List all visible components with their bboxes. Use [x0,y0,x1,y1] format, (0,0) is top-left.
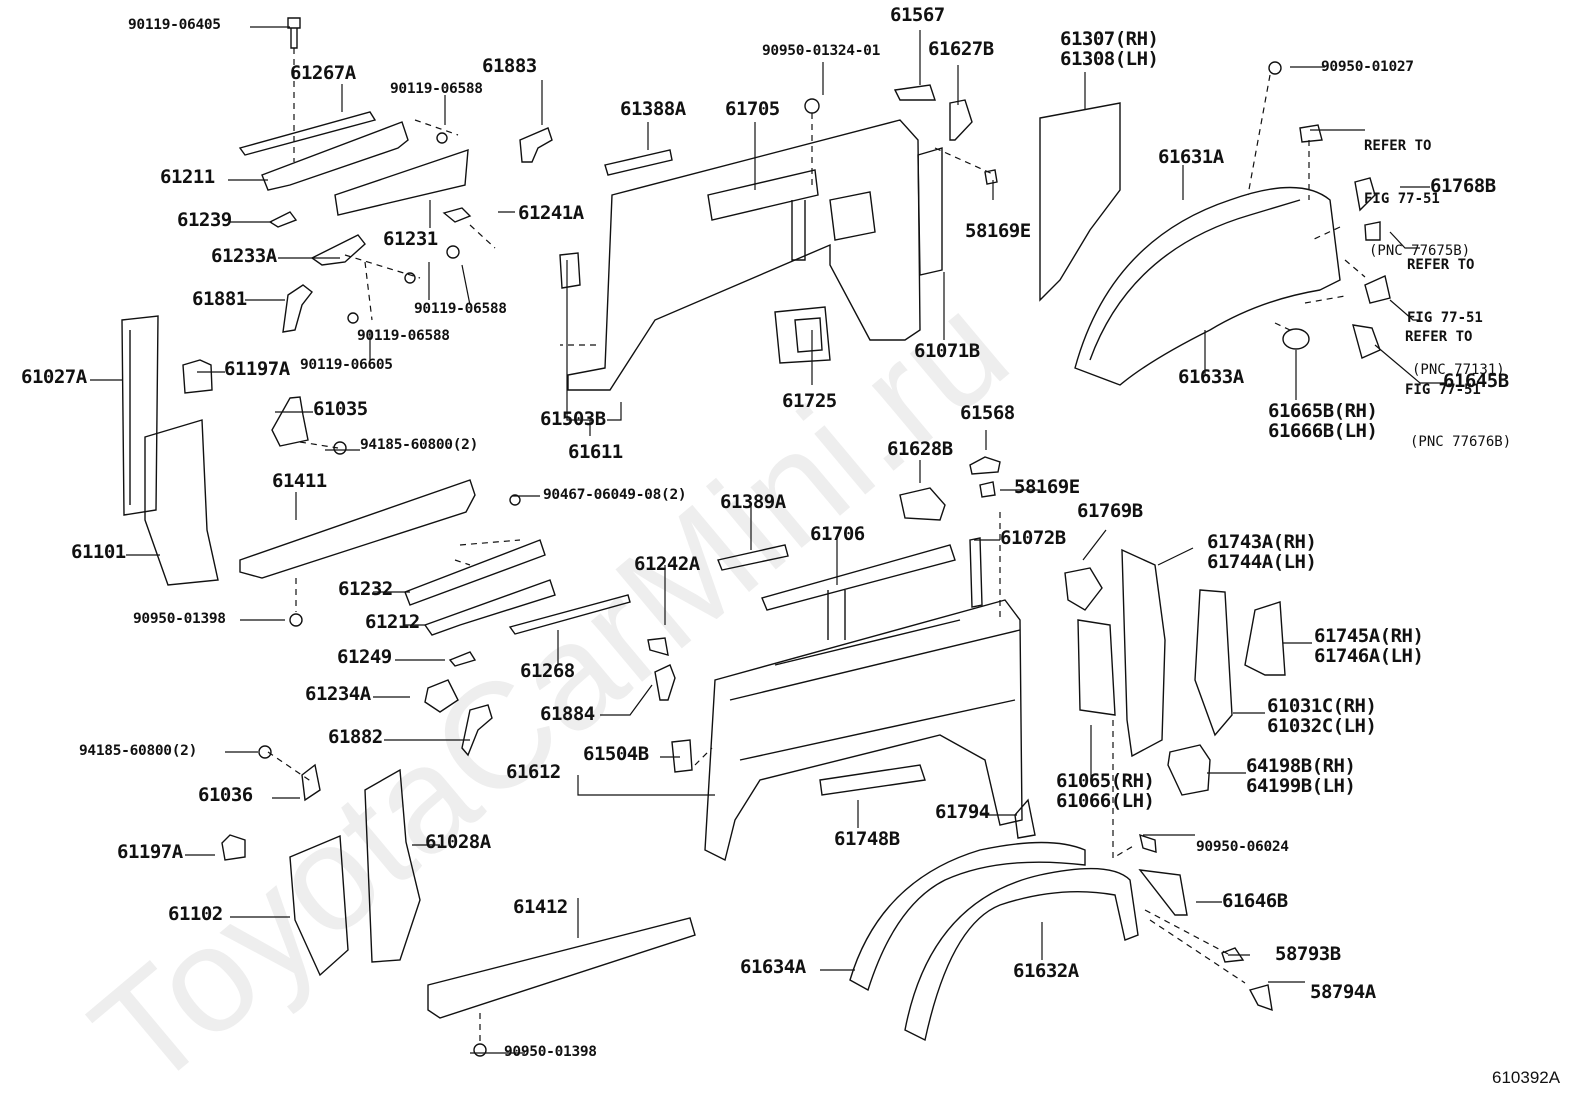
part-label-58169E[interactable]: 58169E [1014,476,1080,498]
part-label-90950-06024[interactable]: 90950-06024 [1196,839,1289,855]
part-label-61645B[interactable]: 61645B [1443,370,1509,392]
part-label-61035[interactable]: 61035 [313,398,368,420]
refer-fig: FIG 77-51 [1405,381,1481,398]
part-label-90950-01027[interactable]: 90950-01027 [1321,59,1414,75]
part-label-61249[interactable]: 61249 [337,646,392,668]
part-label-61211[interactable]: 61211 [160,166,215,188]
part-label-61567[interactable]: 61567 [890,4,945,26]
part-label-61743A-61744A[interactable]: 61743A(RH) 61744A(LH) [1207,531,1317,573]
part-label-61234A[interactable]: 61234A [305,683,371,705]
refer-note-77131[interactable]: REFER TO FIG 77-51 (PNC 77131) [1407,222,1505,415]
part-label-61197A[interactable]: 61197A [117,841,183,863]
part-label-61231[interactable]: 61231 [383,228,438,250]
part-label-61036[interactable]: 61036 [198,784,253,806]
part-label-61267A[interactable]: 61267A [290,62,356,84]
part-label-58169E[interactable]: 58169E [965,220,1031,242]
part-label-61072B[interactable]: 61072B [1000,527,1066,549]
refer-head: REFER TO [1364,138,1432,154]
part-label-61568[interactable]: 61568 [960,402,1015,424]
part-label-61197A[interactable]: 61197A [224,358,290,380]
part-label-90119-06588[interactable]: 90119-06588 [414,301,507,317]
part-label-90119-06405[interactable]: 90119-06405 [128,17,221,33]
part-label-61611[interactable]: 61611 [568,441,623,463]
part-label-90119-06588[interactable]: 90119-06588 [390,81,483,97]
part-label-61706[interactable]: 61706 [810,523,865,545]
part-label-61725[interactable]: 61725 [782,390,837,412]
part-label-61705[interactable]: 61705 [725,98,780,120]
refer-pnc: (PNC 77676B) [1410,434,1512,450]
part-label-90119-06588[interactable]: 90119-06588 [357,328,450,344]
part-label-61388A[interactable]: 61388A [620,98,686,120]
part-label-61631A[interactable]: 61631A [1158,146,1224,168]
refer-head: REFER TO [1405,329,1473,345]
part-label-61768B[interactable]: 61768B [1430,175,1496,197]
refer-note-77676B[interactable]: REFER TO FIG 77-51 (PNC 77676B) [1405,294,1511,487]
part-label-61241A[interactable]: 61241A [518,202,584,224]
part-label-61745A-61746A[interactable]: 61745A(RH) 61746A(LH) [1314,625,1424,667]
refer-fig: FIG 77-51 [1364,190,1440,207]
refer-head: REFER TO [1407,257,1475,273]
part-label-61665B-61666B[interactable]: 61665B(RH) 61666B(LH) [1268,400,1378,442]
part-label-61233A[interactable]: 61233A [211,245,277,267]
leader-lines [90,26,1445,1054]
refer-pnc: (PNC 77675B) [1369,243,1471,259]
part-label-61748B[interactable]: 61748B [834,828,900,850]
part-label-61031C-61032C[interactable]: 61031C(RH) 61032C(LH) [1267,695,1377,737]
part-label-61101[interactable]: 61101 [71,541,126,563]
figure-id: 610392A [1492,1068,1561,1087]
part-label-61882[interactable]: 61882 [328,726,383,748]
part-label-61612[interactable]: 61612 [506,761,561,783]
part-label-61239[interactable]: 61239 [177,209,232,231]
refer-fig: FIG 77-51 [1407,309,1483,326]
part-label-61628B[interactable]: 61628B [887,438,953,460]
part-label-61633A[interactable]: 61633A [1178,366,1244,388]
part-label-61065-61066[interactable]: 61065(RH) 61066(LH) [1056,770,1155,812]
part-label-61232[interactable]: 61232 [338,578,393,600]
part-label-61769B[interactable]: 61769B [1077,500,1143,522]
part-label-58794A[interactable]: 58794A [1310,981,1376,1003]
part-label-61794[interactable]: 61794 [935,801,990,823]
part-label-90119-06605[interactable]: 90119-06605 [300,357,393,373]
part-label-58793B[interactable]: 58793B [1275,943,1341,965]
part-label-61627B[interactable]: 61627B [928,38,994,60]
part-label-61268[interactable]: 61268 [520,660,575,682]
part-label-90950-01398[interactable]: 90950-01398 [504,1044,597,1060]
part-label-94185-60800[interactable]: 94185-60800(2) [79,743,198,759]
part-label-61412[interactable]: 61412 [513,896,568,918]
part-label-61634A[interactable]: 61634A [740,956,806,978]
part-label-61883[interactable]: 61883 [482,55,537,77]
part-label-94185-60800[interactable]: 94185-60800(2) [360,437,479,453]
assembly-dash-lines [267,48,1366,1045]
part-label-61102[interactable]: 61102 [168,903,223,925]
part-label-61028A[interactable]: 61028A [425,831,491,853]
part-outlines [121,17,1391,1057]
part-label-61212[interactable]: 61212 [365,611,420,633]
part-label-64198B-64199B[interactable]: 64198B(RH) 64199B(LH) [1246,755,1356,797]
part-label-61646B[interactable]: 61646B [1222,890,1288,912]
part-label-61071B[interactable]: 61071B [914,340,980,362]
refer-pnc: (PNC 77131) [1412,362,1505,378]
part-label-61884[interactable]: 61884 [540,703,595,725]
part-label-61411[interactable]: 61411 [272,470,327,492]
part-label-61027A[interactable]: 61027A [21,366,87,388]
refer-note-77675B[interactable]: REFER TO FIG 77-51 (PNC 77675B) [1364,103,1470,296]
part-label-61881[interactable]: 61881 [192,288,247,310]
part-label-61503B[interactable]: 61503B [540,408,606,430]
part-label-61307-61308[interactable]: 61307(RH) 61308(LH) [1060,28,1159,70]
part-label-61632A[interactable]: 61632A [1013,960,1079,982]
part-label-61242A[interactable]: 61242A [634,553,700,575]
part-label-90950-01324-01[interactable]: 90950-01324-01 [762,43,881,59]
part-label-90467-06049-08[interactable]: 90467-06049-08(2) [543,487,687,503]
part-label-61504B[interactable]: 61504B [583,743,649,765]
part-label-90950-01398[interactable]: 90950-01398 [133,611,226,627]
part-label-61389A[interactable]: 61389A [720,491,786,513]
